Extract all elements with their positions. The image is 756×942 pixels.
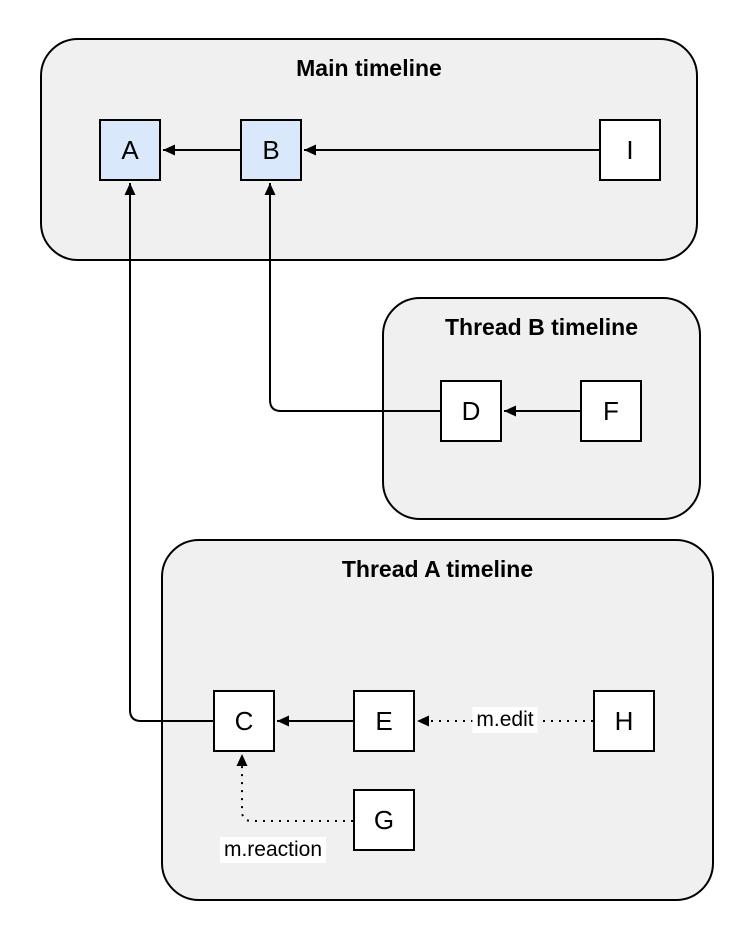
node-F: F xyxy=(580,380,642,442)
node-E: E xyxy=(353,690,415,752)
node-H-label: H xyxy=(614,705,634,736)
node-D: D xyxy=(440,380,502,442)
node-C: C xyxy=(213,690,275,752)
container-main-timeline-title: Main timeline xyxy=(296,55,442,81)
node-C-label: C xyxy=(234,705,254,736)
node-D-label: D xyxy=(461,395,481,426)
node-H: H xyxy=(593,690,655,752)
node-A-label: A xyxy=(121,134,139,165)
node-G-label: G xyxy=(373,804,395,835)
container-thread-a-timeline-title: Thread A timeline xyxy=(341,556,534,582)
node-A: A xyxy=(99,119,161,181)
node-B: B xyxy=(240,119,302,181)
node-I: I xyxy=(599,119,661,181)
node-I-label: I xyxy=(626,134,634,165)
node-F-label: F xyxy=(603,395,619,426)
node-G: G xyxy=(353,789,415,851)
node-B-label: B xyxy=(262,134,280,165)
node-E-label: E xyxy=(375,705,393,736)
container-thread-b-timeline: Thread B timeline xyxy=(382,297,701,520)
edge-label-m-reaction: m.reaction xyxy=(219,837,327,863)
container-thread-b-timeline-title: Thread B timeline xyxy=(445,314,638,340)
edge-label-m-edit: m.edit xyxy=(472,707,538,733)
